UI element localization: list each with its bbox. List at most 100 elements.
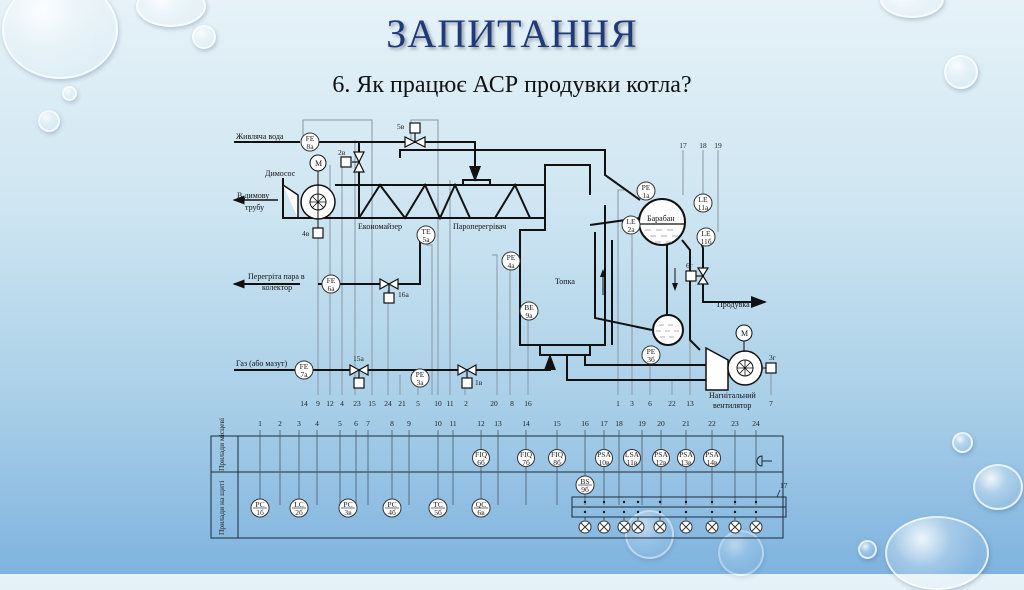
water-drop-decoration [944,55,978,89]
actuator-label: 3г [769,353,776,362]
sensor-le11b-tag: 11б [700,237,711,246]
superheater-label: Пароперегрівач [453,222,506,231]
actuator-label: 2в [338,148,346,157]
sensor-pe4a-code: PE [507,253,516,262]
line-number: 16 [524,399,532,408]
sensor-pe3b-tag: 3б [647,355,655,364]
panel-column-number: 21 [682,419,690,428]
panel-device-tc-tag: 5б [434,508,442,517]
local-device-psa-code: PSA [705,450,719,459]
line-number: 13 [686,399,694,408]
local-devices: FIQ6бFIQ7бFIQ8бPSA10вLSA11вPSA12вPSA13вP… [472,449,721,467]
panel-column-number: 12 [477,419,485,428]
line-number: 22 [668,399,676,408]
alarm-bus-label: 17 [780,481,788,490]
sensor-te5a-tag: 5а [422,235,430,244]
alarm-lamp-icon [728,500,742,534]
line-number: 20 [490,399,498,408]
panel-column-number: 23 [731,419,739,428]
sensor-le2a-code: LE [626,217,636,226]
actuator-2v [340,156,352,168]
panel-device-tc-code: TC [433,500,443,509]
panel-column-number: 20 [657,419,665,428]
line-number: 3 [630,399,634,408]
blowdown-label: Продувка [717,300,750,309]
panel-device-pc-tag: 1б [256,508,264,517]
sensor-te5a-code: TE [421,227,431,236]
valves [312,122,777,389]
line-number: 12 [326,399,334,408]
panel-column-number: 22 [708,419,716,428]
line-number: 18 [699,141,707,150]
local-device-fiq-code: FIQ [475,450,488,459]
feed-water-label: Живляча вода [236,132,284,141]
line-number: 24 [384,399,392,408]
actuator-label: 4в [302,229,310,238]
panel-device-pc-code: PC [387,500,396,509]
local-device-lsa-tag: 11в [627,458,638,467]
sensor-fe6a-tag: 6а [327,284,335,293]
panel-device-pc-code: PC [343,500,352,509]
actuator-4v [312,227,324,239]
local-device-psa-code: PSA [597,450,611,459]
sensor-pe1a-tag: 1а [642,191,650,200]
smoke-exhauster-label: Димосос [265,169,296,178]
panel-column-number: 5 [338,419,342,428]
line-number: 9 [316,399,320,408]
line-number: 11 [446,399,453,408]
boiler-control-diagram: M M Барабан [210,119,788,539]
line-number: 17 [679,141,687,150]
alarm-lamp-icon [631,500,645,534]
alarm-lamp-icon [679,500,693,534]
actuator-label: 15а [353,354,365,363]
water-drop-decoration [973,464,1023,510]
panel-device-qc-tag: 6в [477,508,485,517]
actuator-label: 16а [398,290,410,299]
line-number: 4 [340,399,344,408]
local-device-psa-tag: 10в [598,458,610,467]
panel-column-number: 15 [553,419,561,428]
line-number: 5 [416,399,420,408]
panel-column-number: 3 [297,419,301,428]
furnace-label: Топка [555,277,575,286]
actuator-6g [685,270,697,282]
panel-column-number: 17 [600,419,608,428]
panel-column-number: 11 [449,419,456,428]
instrument-panel [210,435,784,539]
alarm-lamp-icon [578,500,592,534]
alarm-lamp-icon [617,500,631,534]
to-chimney-label: В димову [237,191,269,200]
sensor-le11a-tag: 11а [698,203,709,212]
alarm-lamp-icon [705,500,719,534]
sensor-pe3b-code: PE [647,347,656,356]
panel-column-number: 6 [354,419,358,428]
local-device-fiq-code: FIQ [520,450,533,459]
local-device-psa-code: PSA [679,450,693,459]
alarm-lamp-icon [653,500,667,534]
sensor-be9a-tag: 9а [525,311,533,320]
actuator-label: 1в [475,378,483,387]
slide-title: ЗАПИТАННЯ [386,11,638,56]
actuator-15a [353,377,365,389]
water-drop-decoration [38,110,60,132]
drum-label: Барабан [647,214,675,223]
line-number: 8 [510,399,514,408]
actuator-3g [765,362,777,374]
sensor-be9a-code: BE [524,303,534,312]
